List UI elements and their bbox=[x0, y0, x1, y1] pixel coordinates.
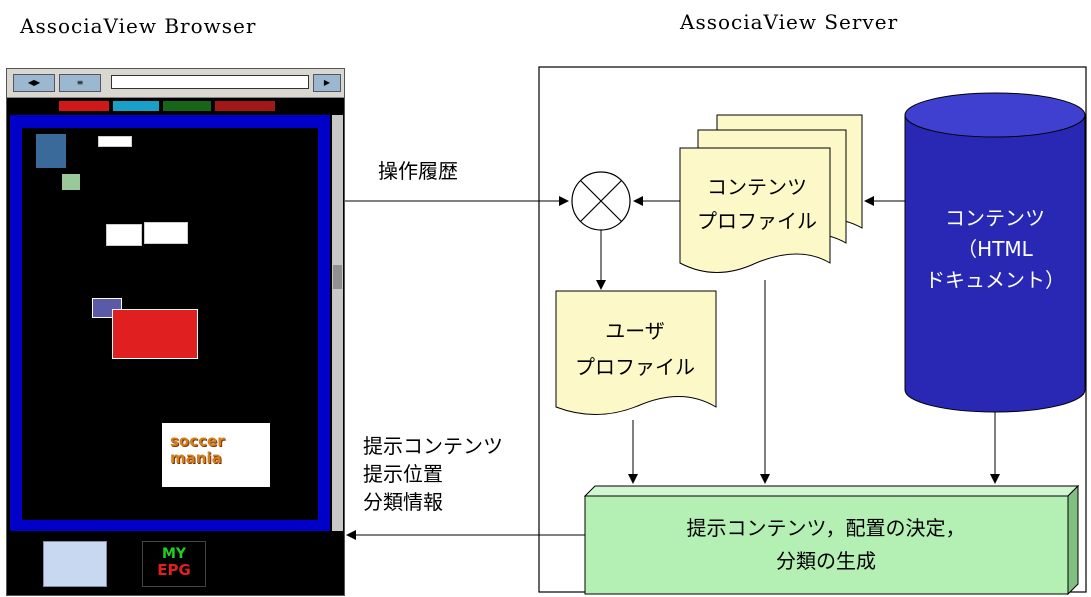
thumbnail[interactable] bbox=[36, 134, 66, 168]
content-profile-line-1: コンテンツ bbox=[707, 175, 807, 199]
thumbnail[interactable] bbox=[62, 174, 80, 190]
content-database bbox=[904, 92, 1086, 413]
epg-icon[interactable]: MY EPG bbox=[142, 541, 206, 587]
thumbnail[interactable] bbox=[106, 224, 142, 246]
scroll-thumb[interactable] bbox=[333, 265, 342, 289]
content-area: soccer mania bbox=[22, 128, 318, 520]
operation-history-label: 操作履歴 bbox=[378, 159, 458, 183]
soccer-thumbnail[interactable]: soccer mania bbox=[162, 423, 270, 487]
browser-title: AssociaView Browser bbox=[20, 14, 257, 38]
browser-bottom-bar: MY EPG bbox=[7, 533, 344, 595]
highlighted-thumbnail[interactable] bbox=[112, 309, 198, 359]
scrollbar[interactable] bbox=[332, 115, 343, 531]
content-db-line-2: （HTML bbox=[957, 237, 1034, 261]
decision-box bbox=[583, 484, 1080, 596]
server-title: AssociaView Server bbox=[680, 10, 899, 34]
soccer-line-2: mania bbox=[170, 449, 222, 467]
content-db-line-3: ドキュメント） bbox=[925, 268, 1065, 292]
content-profile-stack bbox=[679, 114, 863, 273]
back-button[interactable]: ◀▶ bbox=[13, 74, 55, 92]
thumbnail[interactable] bbox=[98, 136, 132, 147]
presented-info-line-1: 提示コンテンツ bbox=[363, 434, 503, 458]
go-button[interactable]: ▶ bbox=[313, 74, 341, 92]
url-field[interactable] bbox=[111, 75, 309, 89]
tab-3[interactable] bbox=[113, 101, 159, 111]
content-canvas: soccer mania bbox=[10, 115, 330, 531]
menu-button[interactable]: ≡ bbox=[59, 74, 101, 92]
tab-4[interactable] bbox=[163, 101, 211, 111]
epg-line-2: EPG bbox=[157, 561, 191, 579]
decision-line-2: 分類の生成 bbox=[776, 549, 876, 573]
thumbnail[interactable] bbox=[144, 222, 188, 244]
soccer-line-1: soccer bbox=[170, 432, 225, 450]
browser-window: ◀▶ ≡ ▶ soccer mania M bbox=[6, 68, 345, 596]
content-profile-line-2: プロファイル bbox=[697, 209, 817, 233]
tab-2[interactable] bbox=[59, 101, 109, 111]
tab-5[interactable] bbox=[215, 101, 275, 111]
user-profile-line-2: プロファイル bbox=[575, 355, 695, 379]
presented-info-line-3: 分類情報 bbox=[363, 490, 443, 514]
diagram-arrows bbox=[345, 196, 1000, 540]
content-db-line-1: コンテンツ bbox=[945, 206, 1045, 230]
user-profile-line-1: ユーザ bbox=[605, 319, 665, 343]
map-icon[interactable] bbox=[43, 541, 107, 587]
epg-line-1: MY bbox=[161, 546, 187, 562]
tab-1[interactable] bbox=[9, 101, 53, 111]
presented-info-line-2: 提示位置 bbox=[363, 462, 443, 486]
category-tabbar bbox=[7, 98, 344, 114]
combiner-node bbox=[571, 171, 631, 231]
user-profile-document bbox=[555, 290, 717, 415]
browser-toolbar: ◀▶ ≡ ▶ bbox=[7, 69, 344, 98]
decision-line-1: 提示コンテンツ，配置の決定， bbox=[687, 516, 966, 540]
